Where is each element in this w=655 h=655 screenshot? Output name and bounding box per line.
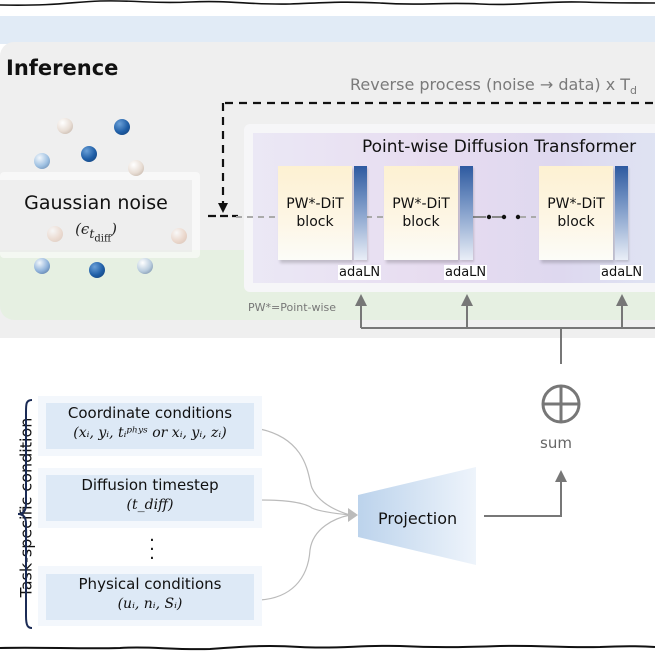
adaln-label: adaLN [600, 265, 644, 280]
noise-sphere [34, 153, 50, 169]
adaln-label: adaLN [338, 265, 382, 280]
noise-sphere [89, 262, 105, 278]
torn-edge-bottom [0, 644, 655, 651]
gaussian-noise-inner [0, 180, 192, 252]
adaln-bar [354, 166, 367, 260]
transformer-title: Point-wise Diffusion Transformer [362, 137, 637, 157]
chain-dot [501, 214, 507, 220]
adaln-bar [460, 166, 473, 260]
projection-shape [358, 467, 476, 565]
torn-edge-top [0, 0, 655, 6]
noise-sphere [128, 160, 144, 176]
pw-footnote: PW*=Point-wise [248, 301, 337, 314]
chain-dot [486, 214, 492, 220]
noise-sphere [137, 258, 153, 274]
noise-sphere [81, 146, 97, 162]
noise-sphere [171, 228, 187, 244]
chain-dot [515, 214, 521, 220]
condition-physical: Physical conditions (uᵢ, nᵢ, Sᵢ) [46, 574, 254, 620]
noise-sphere [114, 119, 130, 135]
sum-icon [541, 384, 581, 424]
conditioning-arrows [355, 294, 655, 517]
inference-title: Inference [6, 56, 119, 80]
adaln-label: adaLN [444, 265, 488, 280]
noise-sphere [57, 118, 73, 134]
gaussian-noise-symbol: (ϵtdiff) [75, 220, 117, 245]
sum-label: sum [540, 434, 572, 452]
condition-curves [259, 428, 358, 601]
curly-brace-icon [17, 399, 33, 629]
top-band [0, 16, 655, 44]
projection-label: Projection [378, 509, 458, 528]
ellipsis-icon: ··· [149, 530, 155, 569]
gaussian-noise-title: Gaussian noise [24, 192, 168, 214]
noise-sphere [47, 226, 63, 242]
adaln-bar [615, 166, 628, 260]
block-chain-line [236, 214, 536, 220]
condition-timestep: Diffusion timestep (t_diff) [46, 475, 254, 521]
noise-sphere [34, 258, 50, 274]
reverse-loop-arrow [208, 101, 655, 218]
condition-coordinate: Coordinate conditions (xᵢ, yᵢ, tᵢᵖʰʸˢ or… [46, 403, 254, 449]
reverse-process-label: Reverse process (noise → data) x Td [350, 75, 638, 98]
